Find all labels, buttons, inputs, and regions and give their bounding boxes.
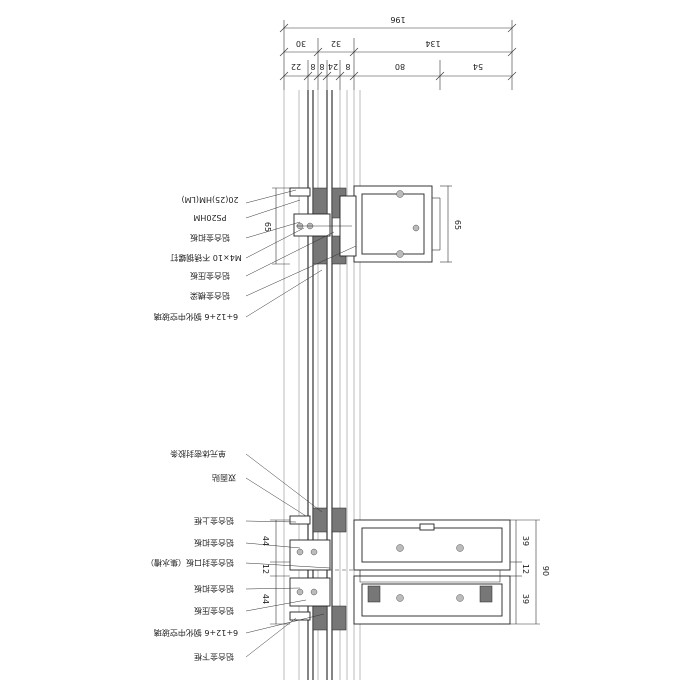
label-unit-gasket: 单元体密封胶条 [170,449,226,459]
label-cover-plate-1: 铝合金扣板 [190,233,230,243]
dim-row2-0: 22 [291,62,301,71]
label-upper-frame: 铝合金上框 [194,516,234,526]
label-sealing-plate: 铝合金封口板（集水槽） [146,558,234,568]
dim-lower-upper-gap: 44 [261,536,270,546]
dim-overall: 196 [390,15,405,24]
dim-mid-seg: 32 [331,39,341,48]
label-stainless-screw: M4×10 不锈钢螺钉 [170,253,241,263]
label-pressure-plate-2: 铝合金压板 [194,606,234,616]
dim-row2-5: 80 [395,62,405,71]
top-dimension-lines [279,20,517,90]
labels-bottom: 单元体密封胶条 双面贴 铝合金上框 铝合金扣板 铝合金封口板（集水槽） 铝合金扣… [146,449,238,662]
dim-row2-1: 8 [310,62,315,71]
dim-transom-mid: 12 [521,564,530,574]
label-pressure-plate-1: 铝合金压板 [190,271,230,281]
label-glass-1: 6+12+6 钢化中空玻璃 [154,312,238,322]
dim-upper-height-right: 65 [453,220,462,230]
dim-row2-6: 54 [473,62,483,71]
lower-joint-profile [270,507,540,631]
label-hm-lm: 20(25)HM(LM) [181,195,238,204]
label-ps20hm: PS20HM [193,213,226,222]
dim-upper-height: 65 [263,222,272,232]
label-cover-plate-3: 铝合金扣板 [194,584,234,594]
label-transom: 铝合金横梁 [190,291,230,301]
dim-transom-top: 39 [521,536,530,546]
leader-lines-bottom [245,453,331,658]
leader-lines-top [245,189,357,318]
dim-lower-lower-gap: 44 [261,594,270,604]
upper-transom-profile [272,185,452,265]
label-lower-frame: 铝合金下框 [194,652,234,662]
label-glass-2: 6+12+6 钢化中空玻璃 [154,628,238,638]
labels-top: 20(25)HM(LM) PS20HM 铝合金扣板 M4×10 不锈钢螺钉 铝合… [154,195,242,322]
dim-row2-4: 8 [345,62,350,71]
top-dimension-texts: 196 30 32 134 22 8 8 24 8 80 54 [291,15,483,71]
dim-row2-2: 8 [319,62,324,71]
dim-lower-middle: 12 [261,564,270,574]
label-cover-plate-2: 铝合金扣板 [194,538,234,548]
dim-transom-bottom: 39 [521,594,530,604]
dim-left-seg: 30 [296,39,306,48]
label-double-tape: 双面贴 [212,473,236,483]
dim-right-seg: 134 [425,39,440,48]
dim-transom-total: 90 [541,566,550,576]
dim-row2-3: 24 [328,62,338,71]
